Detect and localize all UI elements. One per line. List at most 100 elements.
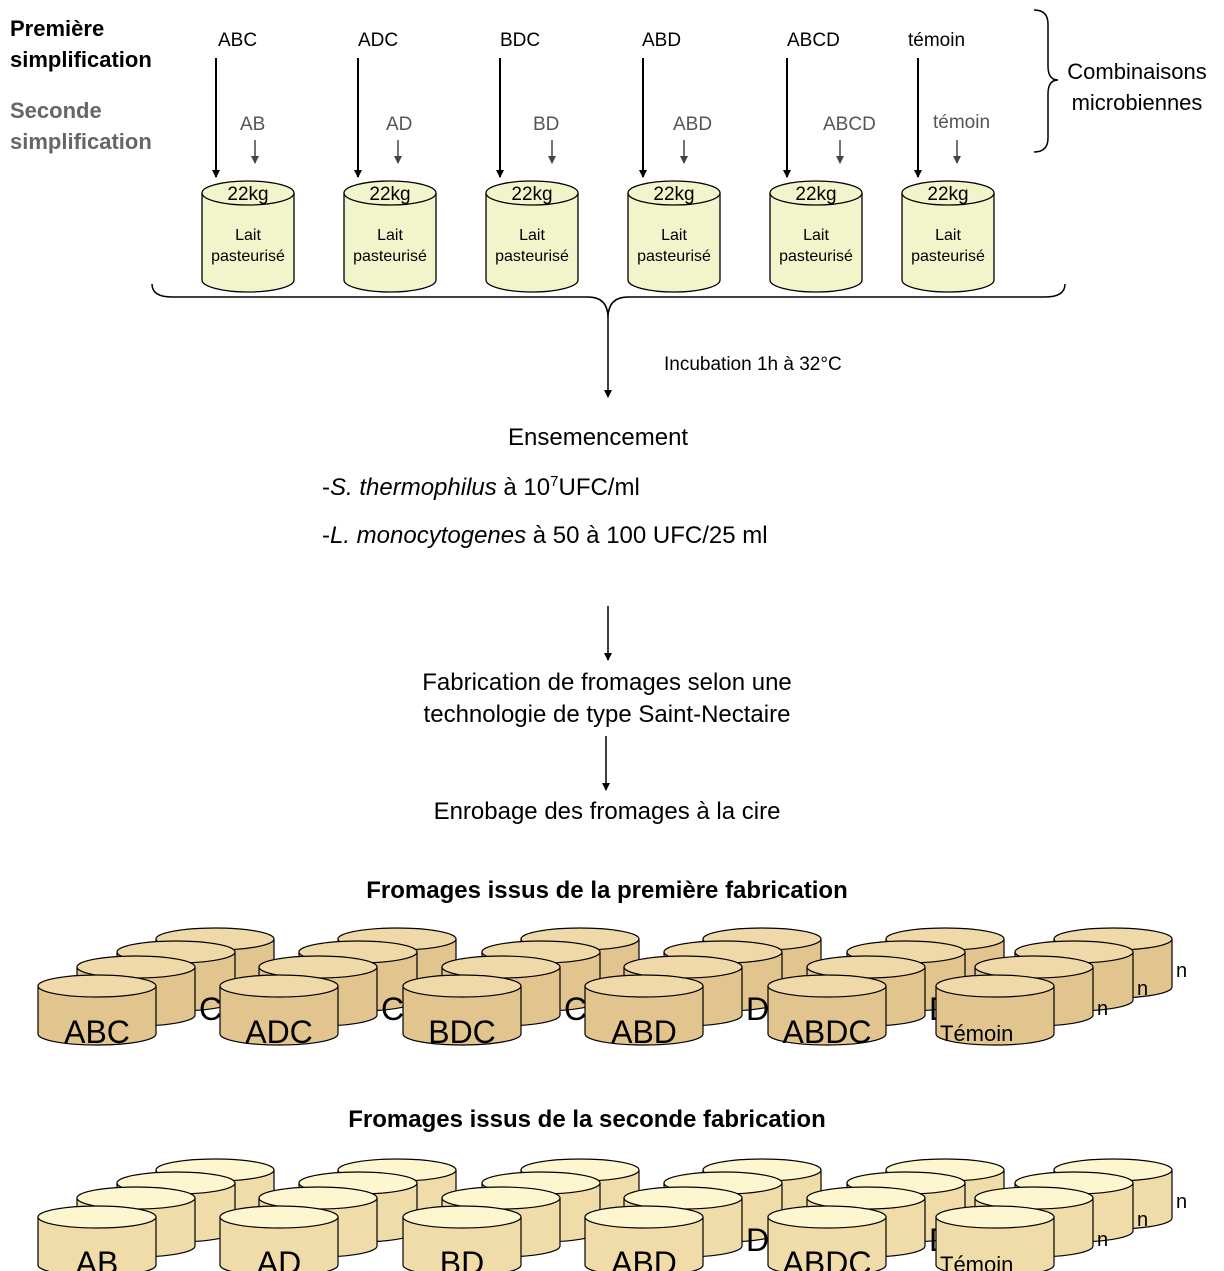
tank-top	[485, 180, 579, 206]
tank-top	[769, 180, 863, 206]
tank-body	[343, 193, 437, 293]
cheese-top	[767, 1205, 887, 1229]
inoculation-line1-exponent: 7	[550, 473, 559, 490]
cheese-label: n	[1097, 1229, 1108, 1251]
cheese-top	[402, 1205, 522, 1229]
inoculation-line1-unit: UFC/ml	[558, 474, 640, 501]
second-simplification-label: Seconde simplification	[10, 95, 152, 157]
fabrication-line1: Fabrication de fromages selon une	[422, 669, 792, 696]
inoculation-line1-text: à 10	[496, 474, 551, 501]
tank-content-line1: Lait	[235, 227, 261, 244]
second-simplification-arrows	[251, 140, 961, 164]
cheese-top	[935, 1205, 1055, 1229]
tank-content-line1: Lait	[661, 227, 687, 244]
cheese-stacks-first: CABCCADCCBDCDABDDCABDCnnnTémoin	[37, 927, 1187, 1050]
cheese-top	[584, 974, 704, 998]
cheese-stack: AD	[219, 1158, 457, 1271]
combo-second-abd: ABD	[673, 114, 713, 135]
inoculation-line1-prefix: -	[322, 474, 330, 501]
cheese-wheel: Témoin	[935, 974, 1055, 1046]
cheese-label: ABDC	[783, 1245, 872, 1271]
inoculation-line2-prefix: -	[322, 522, 330, 549]
cheese-label: AB	[76, 1245, 119, 1271]
tank-weight-label: 22kg	[227, 184, 268, 205]
cheese-top	[219, 1205, 339, 1229]
milk-tanks: 22kgLaitpasteurisé22kgLaitpasteurisé22kg…	[201, 180, 995, 293]
combo-second-bd: BD	[533, 114, 560, 135]
second-simplification-line1: Seconde	[10, 98, 102, 123]
cheese-label: ABD	[611, 1014, 677, 1050]
cheese-top	[402, 974, 522, 998]
cheese-body	[584, 986, 704, 1046]
cheese-label: n	[1137, 978, 1148, 1000]
cheese-wheel: ABC	[37, 974, 157, 1050]
cheese-wheel: AB	[37, 1205, 157, 1271]
cheese-top	[935, 974, 1055, 998]
cheese-body	[219, 986, 339, 1046]
cheese-body	[935, 986, 1055, 1046]
inoculation-line1-species: S. thermophilus	[330, 474, 497, 501]
cheese-label: D	[746, 1222, 769, 1258]
cheese-wheel: ABDC	[767, 1205, 887, 1271]
inoculation-line2-species: L. monocytogenes	[330, 522, 527, 549]
combo-first-abd: ABD	[642, 30, 682, 51]
combo-first-bdc: BDC	[500, 30, 541, 51]
combinations-bracket	[1033, 9, 1059, 153]
cheese-top	[767, 974, 887, 998]
cheese-label: ABD	[611, 1245, 677, 1271]
tank-content-line2: pasteurisé	[495, 248, 569, 265]
cheese-stack: C ADC	[219, 927, 457, 1050]
microbial-combinations-line1: Combinaisons	[1067, 59, 1207, 84]
cheese-top	[37, 974, 157, 998]
cheese-wheel: BDC	[402, 974, 522, 1050]
cheese-label: C	[564, 991, 587, 1027]
cheese-stack: DCABDC	[767, 1158, 1005, 1271]
cheese-label: C	[199, 991, 222, 1027]
cheese-wheel: ADC	[219, 974, 339, 1050]
tank-content-line1: Lait	[519, 227, 545, 244]
cheese-stack: C ABC	[37, 927, 275, 1050]
inoculation-line2-text: à 50 à 100 UFC/25 ml	[526, 522, 768, 549]
microbial-combinations-line2: microbiennes	[1071, 90, 1203, 115]
fabrication-text: Fabrication de fromages selon une techno…	[320, 667, 894, 731]
cheese-label: C	[381, 991, 404, 1027]
cheese-label: Témoin	[940, 1252, 1013, 1271]
tank-weight-label: 22kg	[795, 184, 836, 205]
combo-first-temoin: témoin	[908, 30, 966, 51]
cheese-wheel: Témoin	[935, 1205, 1055, 1271]
cheese-label: BD	[440, 1245, 484, 1271]
incubation-label: Incubation 1h à 32°C	[664, 354, 842, 375]
cheese-stack: C BDC	[402, 927, 640, 1050]
tank-body	[769, 193, 863, 293]
cheese-body	[37, 1217, 157, 1271]
fabrication-line2: technologie de type Saint-Nectaire	[423, 701, 791, 728]
combo-second-abcd: ABCD	[823, 114, 876, 135]
cheese-label: Témoin	[940, 1021, 1013, 1046]
tank-weight-label: 22kg	[927, 184, 968, 205]
cheese-top	[219, 974, 339, 998]
cheese-body	[767, 986, 887, 1046]
second-simplification-line2: simplification	[10, 129, 152, 154]
tank-weight-label: 22kg	[653, 184, 694, 205]
tank-weight-label: 22kg	[511, 184, 552, 205]
cheese-body	[37, 986, 157, 1046]
cheese-body	[935, 1217, 1055, 1271]
tank-content-line2: pasteurisé	[779, 248, 853, 265]
cheese-body	[219, 1217, 339, 1271]
cheese-body	[767, 1217, 887, 1271]
cheese-label: n	[1176, 1191, 1187, 1213]
cheese-label: BDC	[428, 1014, 496, 1050]
microbial-combinations-label: Combinaisons microbiennes	[1052, 56, 1222, 118]
cheese-label: n	[1137, 1209, 1148, 1231]
inoculation-line-sthermophilus: -S. thermophilus à 107UFC/ml	[322, 473, 640, 502]
tank-weight-label: 22kg	[369, 184, 410, 205]
inoculation-title: Ensemencement	[508, 424, 689, 451]
tank-body	[627, 193, 721, 293]
combo-second-ad: AD	[386, 114, 413, 135]
